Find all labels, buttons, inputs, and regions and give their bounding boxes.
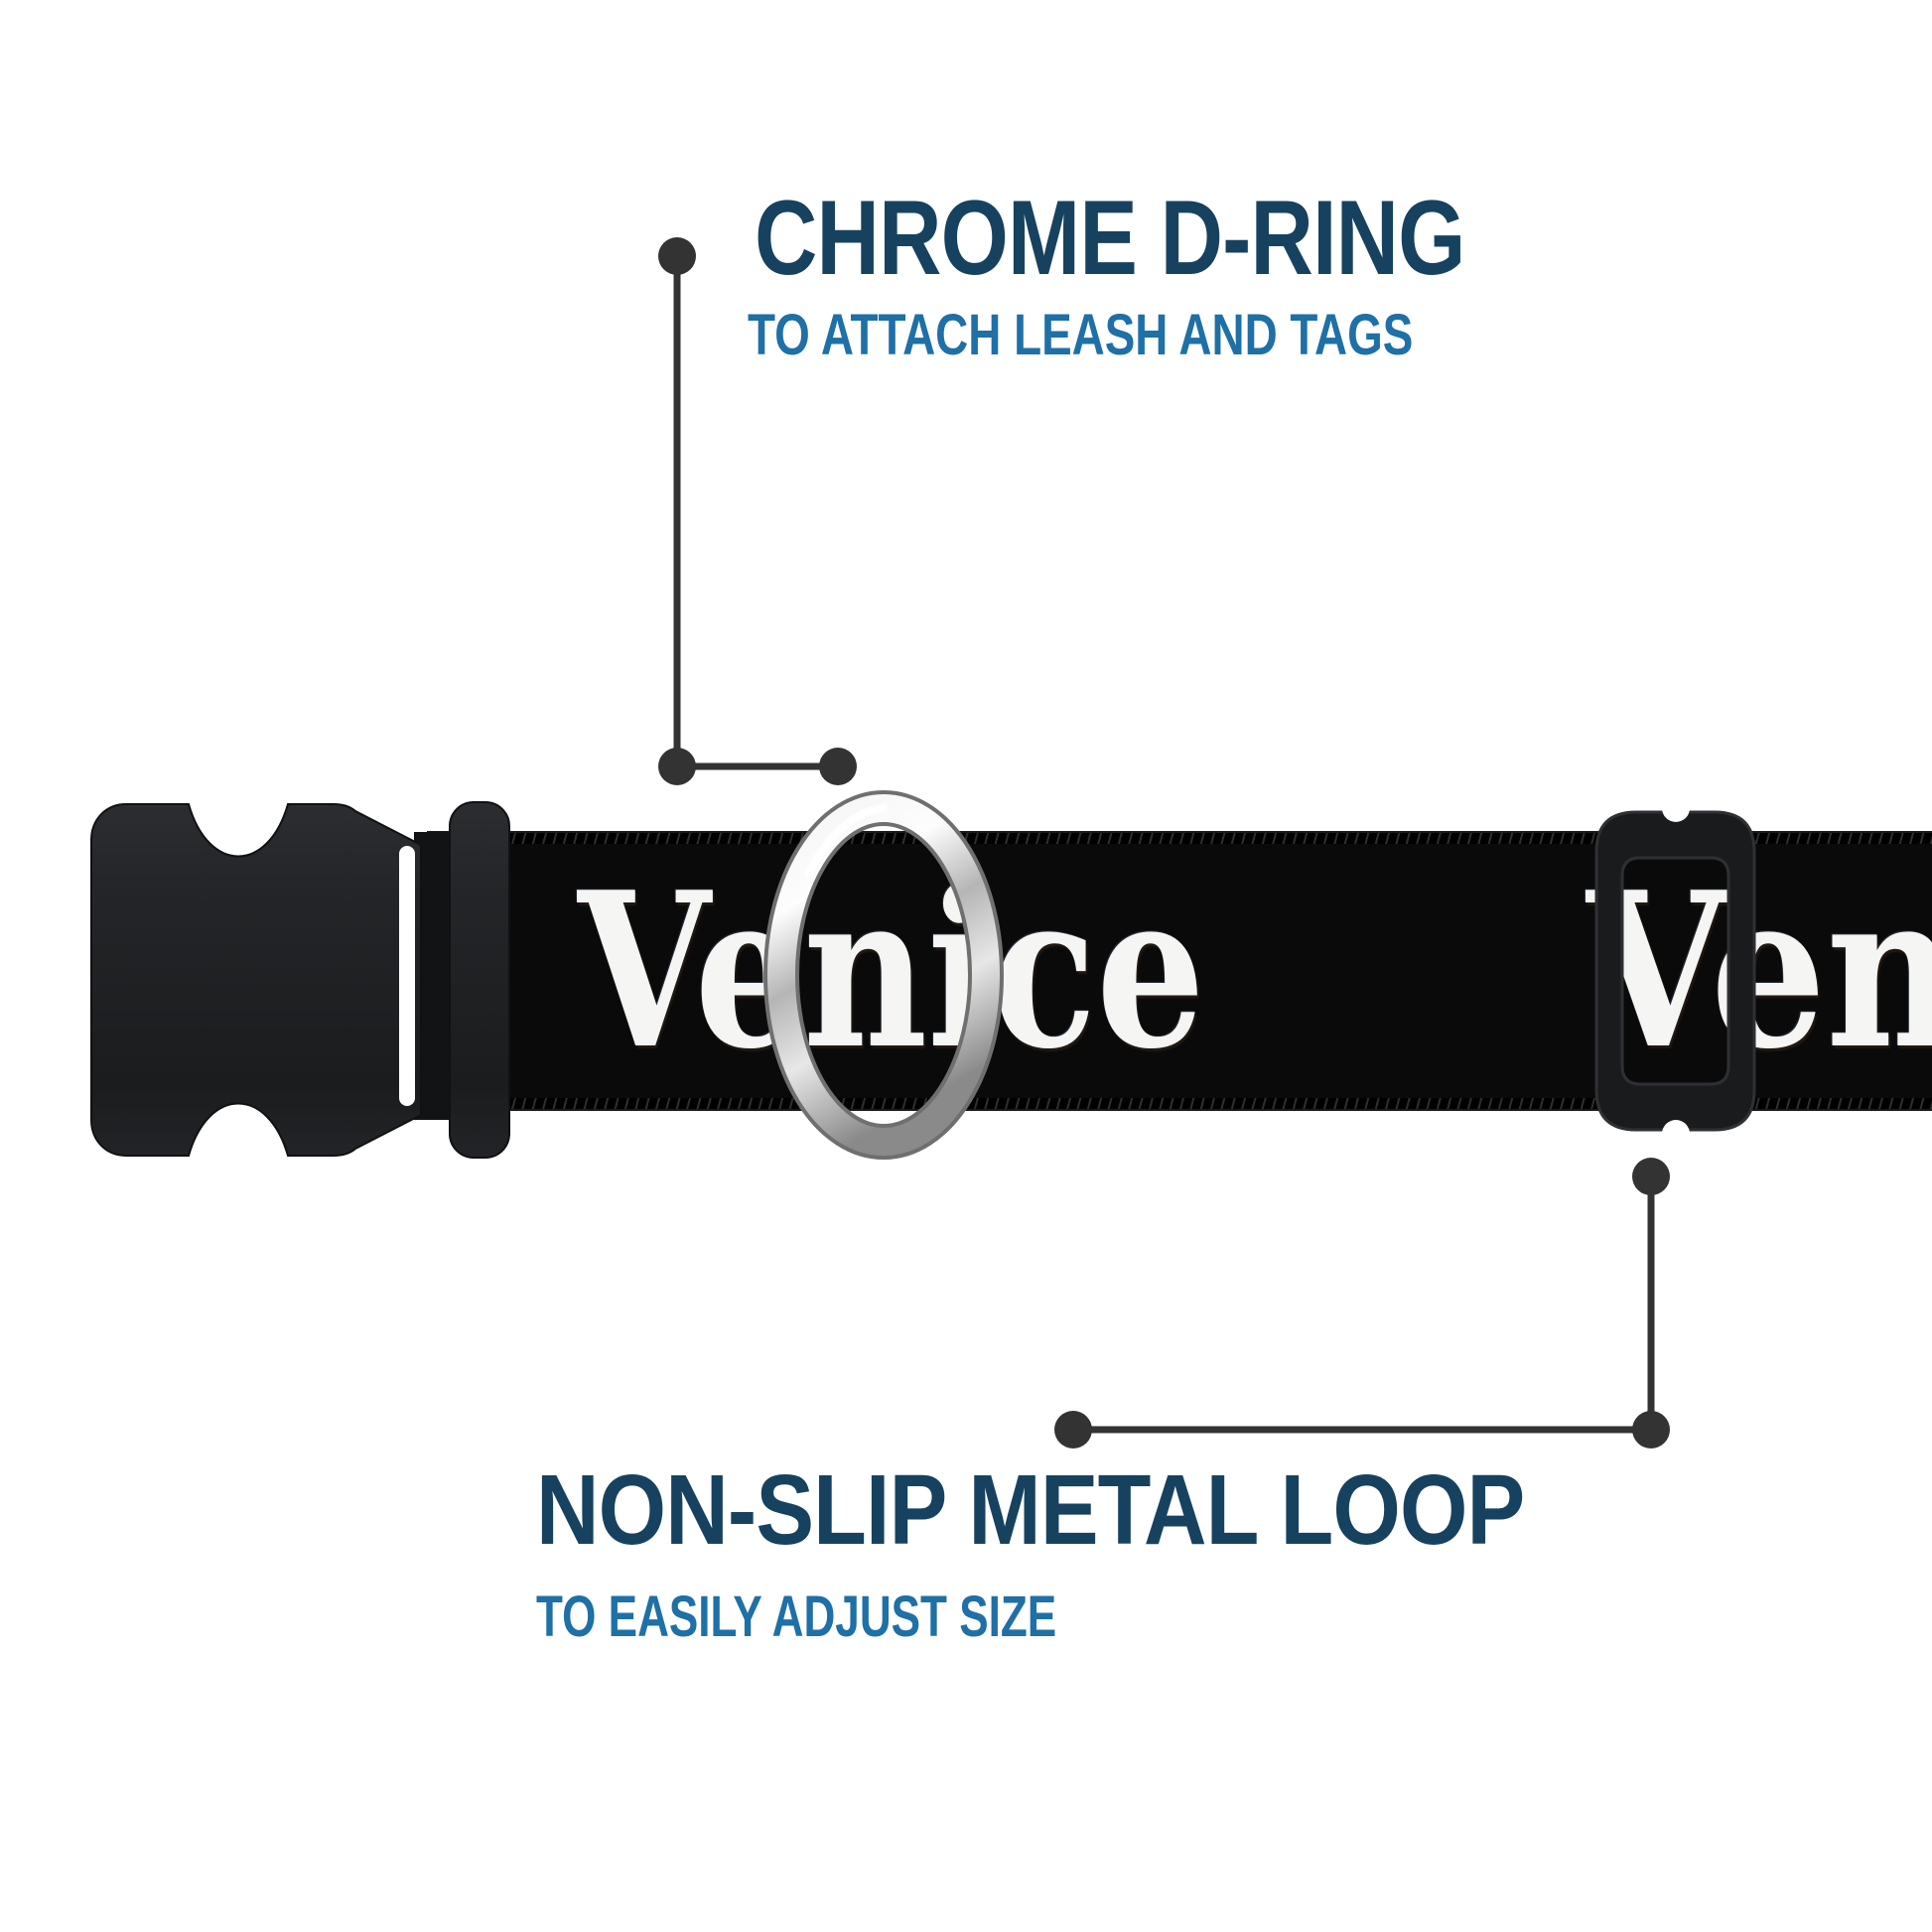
slider-bottom-notch [1662, 1120, 1690, 1148]
buckle-slot-gap [399, 846, 415, 1106]
collar-imprint-text: Venice [578, 845, 1205, 1096]
slider-top-notch [1662, 794, 1690, 822]
top-callout-title: CHROME D-RING [755, 178, 1465, 297]
collar-imprint-text-partial: Ven [1587, 845, 1932, 1096]
buckle-end-flange [449, 801, 510, 1159]
top-callout-subtitle: TO ATTACH LEASH AND TAGS [748, 303, 1414, 367]
bottom-callout-dot-target [1632, 1158, 1670, 1195]
top-callout-dot-label [658, 237, 696, 275]
d-ring-highlight [805, 804, 888, 878]
bottom-callout-subtitle: TO EASILY ADJUST SIZE [536, 1585, 1057, 1649]
top-callout-dot-target [819, 748, 857, 785]
buckle-body [90, 803, 422, 1157]
bottom-callout-title: NON-SLIP METAL LOOP [536, 1454, 1525, 1566]
bottom-callout-dot-label [1054, 1411, 1092, 1449]
top-callout-dot-corner [658, 748, 696, 785]
slider-frame [1594, 810, 1756, 1132]
bottom-callout-dot-corner [1632, 1411, 1670, 1449]
